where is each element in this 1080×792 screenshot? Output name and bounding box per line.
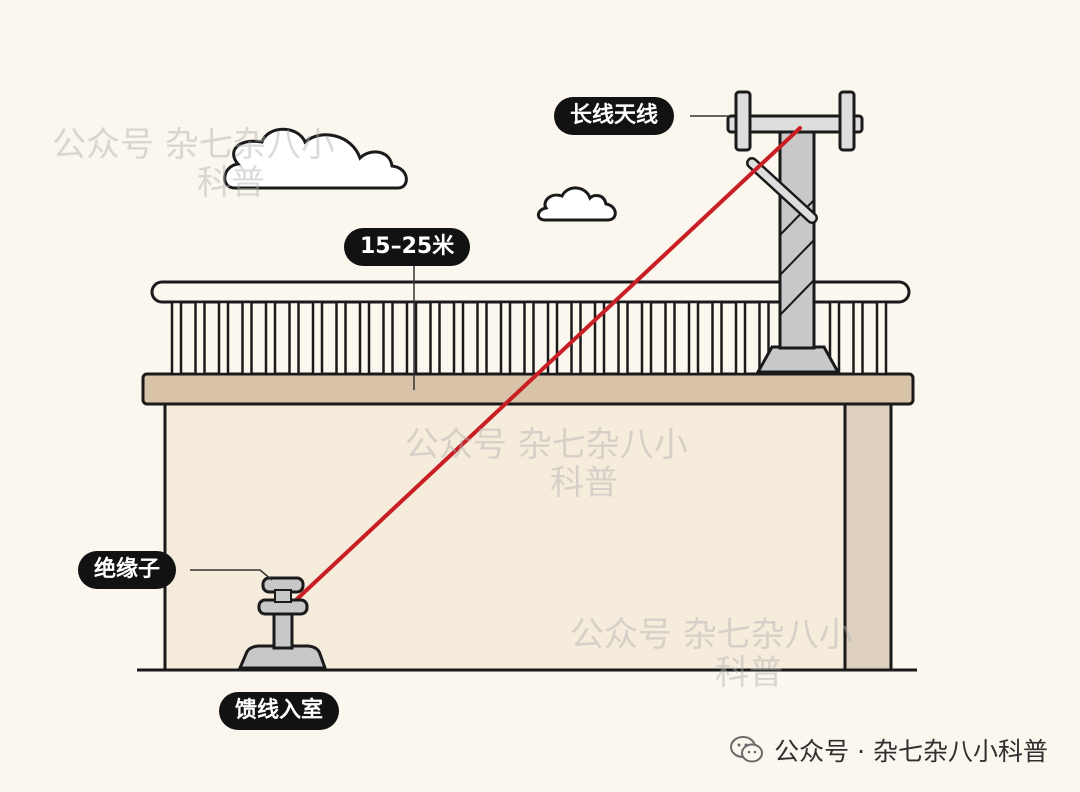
railing-baluster: [546, 300, 559, 376]
railing-baluster: [523, 300, 535, 376]
wechat-icon: [730, 736, 764, 763]
watermark-line: 公众号 杂七杂八小: [570, 615, 853, 655]
footer-text: 公众号 · 杂七杂八小科普: [774, 737, 1048, 766]
railing-baluster: [593, 300, 606, 376]
railing-baluster: [852, 300, 864, 376]
cloud-icon: [536, 186, 617, 222]
railing-baluster: [170, 300, 183, 376]
railing-baluster: [476, 300, 488, 376]
parapet-cap: [141, 372, 915, 406]
railing-baluster: [358, 300, 371, 376]
railing-baluster: [194, 300, 206, 376]
railing-baluster: [241, 300, 253, 376]
watermark-line: 公众号 杂七杂八小: [52, 125, 335, 165]
railing: [150, 280, 911, 376]
footer: 公众号 · 杂七杂八小科普: [730, 732, 1048, 768]
feedline-label: 馈线入室: [219, 692, 340, 730]
railing-baluster: [264, 300, 277, 376]
railing-baluster: [499, 300, 512, 376]
railing-baluster: [452, 300, 465, 376]
railing-baluster: [382, 300, 394, 376]
long-wire-antenna: [294, 126, 802, 602]
railing-baluster: [617, 300, 629, 376]
cloud-icon: [223, 127, 408, 190]
railing-baluster: [828, 300, 841, 376]
railing-baluster: [429, 300, 441, 376]
watermark: 公众号 杂七杂八小 科普: [52, 126, 335, 202]
railing-baluster: [711, 300, 723, 376]
watermark: 公众号 杂七杂八小 科普: [405, 426, 688, 502]
leader-line: [190, 569, 273, 581]
railing-baluster: [664, 300, 676, 376]
insulator-label: 绝缘子: [78, 551, 177, 589]
railing-baluster: [217, 300, 230, 376]
railing-baluster: [687, 300, 700, 376]
watermark: 公众号 杂七杂八小 科普: [570, 616, 853, 692]
railing-baluster: [875, 300, 888, 376]
insulator: [237, 576, 328, 670]
watermark-line: 科普: [550, 463, 618, 503]
railing-baluster: [405, 300, 418, 376]
antenna-mast: [726, 90, 864, 374]
watermark-line: 科普: [197, 163, 265, 203]
watermark-line: 科普: [715, 653, 783, 693]
watermark-line: 公众号 杂七杂八小: [405, 425, 688, 465]
railing-baluster: [640, 300, 653, 376]
railing-baluster: [288, 300, 300, 376]
railing-baluster: [335, 300, 347, 376]
railing-baluster: [734, 300, 747, 376]
railing-baluster: [758, 300, 770, 376]
antenna-label: 长线天线: [554, 97, 675, 135]
length-label: 15–25米: [344, 228, 471, 266]
railing-baluster: [311, 300, 324, 376]
